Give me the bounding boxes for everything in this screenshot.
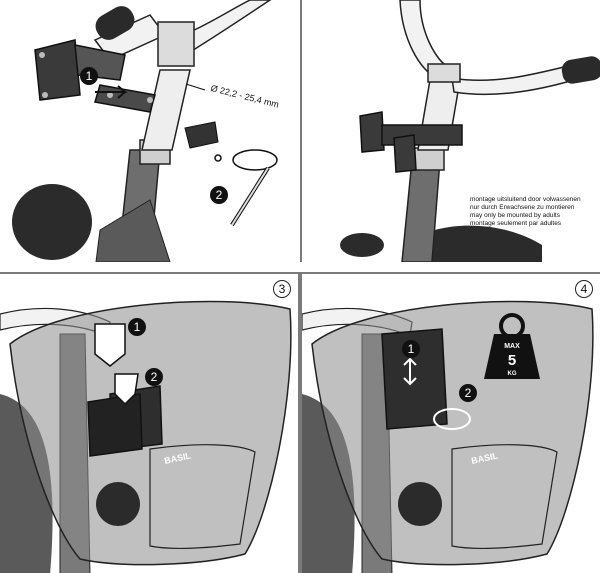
panel-step-2: montage uitsluitend door volwassenen nur…	[302, 0, 600, 262]
grip	[95, 6, 135, 40]
weight-icon	[484, 334, 540, 379]
weight-max: MAX	[504, 343, 520, 350]
stem-clamp	[157, 21, 195, 67]
warning-line-fr: montage seulement par adultes	[470, 220, 562, 227]
step-number: 3	[273, 280, 291, 298]
step-4-illustration: MAX 5 KG BASIL	[302, 300, 594, 573]
panel-divider	[300, 0, 302, 262]
panel-step-1: 1 2 Ø 22,2 - 25,4 mm	[0, 0, 300, 262]
callout-1: 1	[128, 318, 146, 336]
warning-line-en: may only be mounted by adults	[470, 212, 560, 219]
callout-2: 2	[145, 368, 163, 386]
adult-assembly-warning: montage uitsluitend door volwassenen nur…	[470, 196, 598, 228]
step-number: 4	[575, 280, 593, 298]
callout-1: 1	[402, 340, 420, 358]
arrow-1	[94, 323, 126, 367]
weight-value: 5	[508, 352, 516, 369]
arrow-2	[114, 373, 139, 406]
callout-2: 2	[459, 384, 477, 402]
warning-line-de: nur durch Erwachsene zu montieren	[470, 204, 575, 211]
step-2-illustration	[340, 0, 600, 262]
weight-unit: KG	[508, 371, 517, 377]
bracket-plate	[34, 39, 81, 101]
panel-step-4: MAX 5 KG BASIL 4 1 2	[300, 272, 600, 573]
callout-2: 2	[210, 186, 228, 204]
tire	[12, 184, 92, 260]
arrow-1	[95, 85, 128, 99]
callout-1: 1	[80, 67, 98, 85]
warning-line-nl: montage uitsluitend door volwassenen	[470, 196, 581, 203]
step-1-illustration	[12, 0, 278, 262]
panel-step-3: BASIL 3 1 2	[0, 272, 300, 573]
rotation-arrow	[232, 149, 278, 171]
adjust-arrow	[403, 357, 417, 386]
rotation-arrow	[433, 408, 471, 430]
stem	[141, 69, 191, 151]
step-3-illustration: BASIL	[0, 300, 292, 573]
